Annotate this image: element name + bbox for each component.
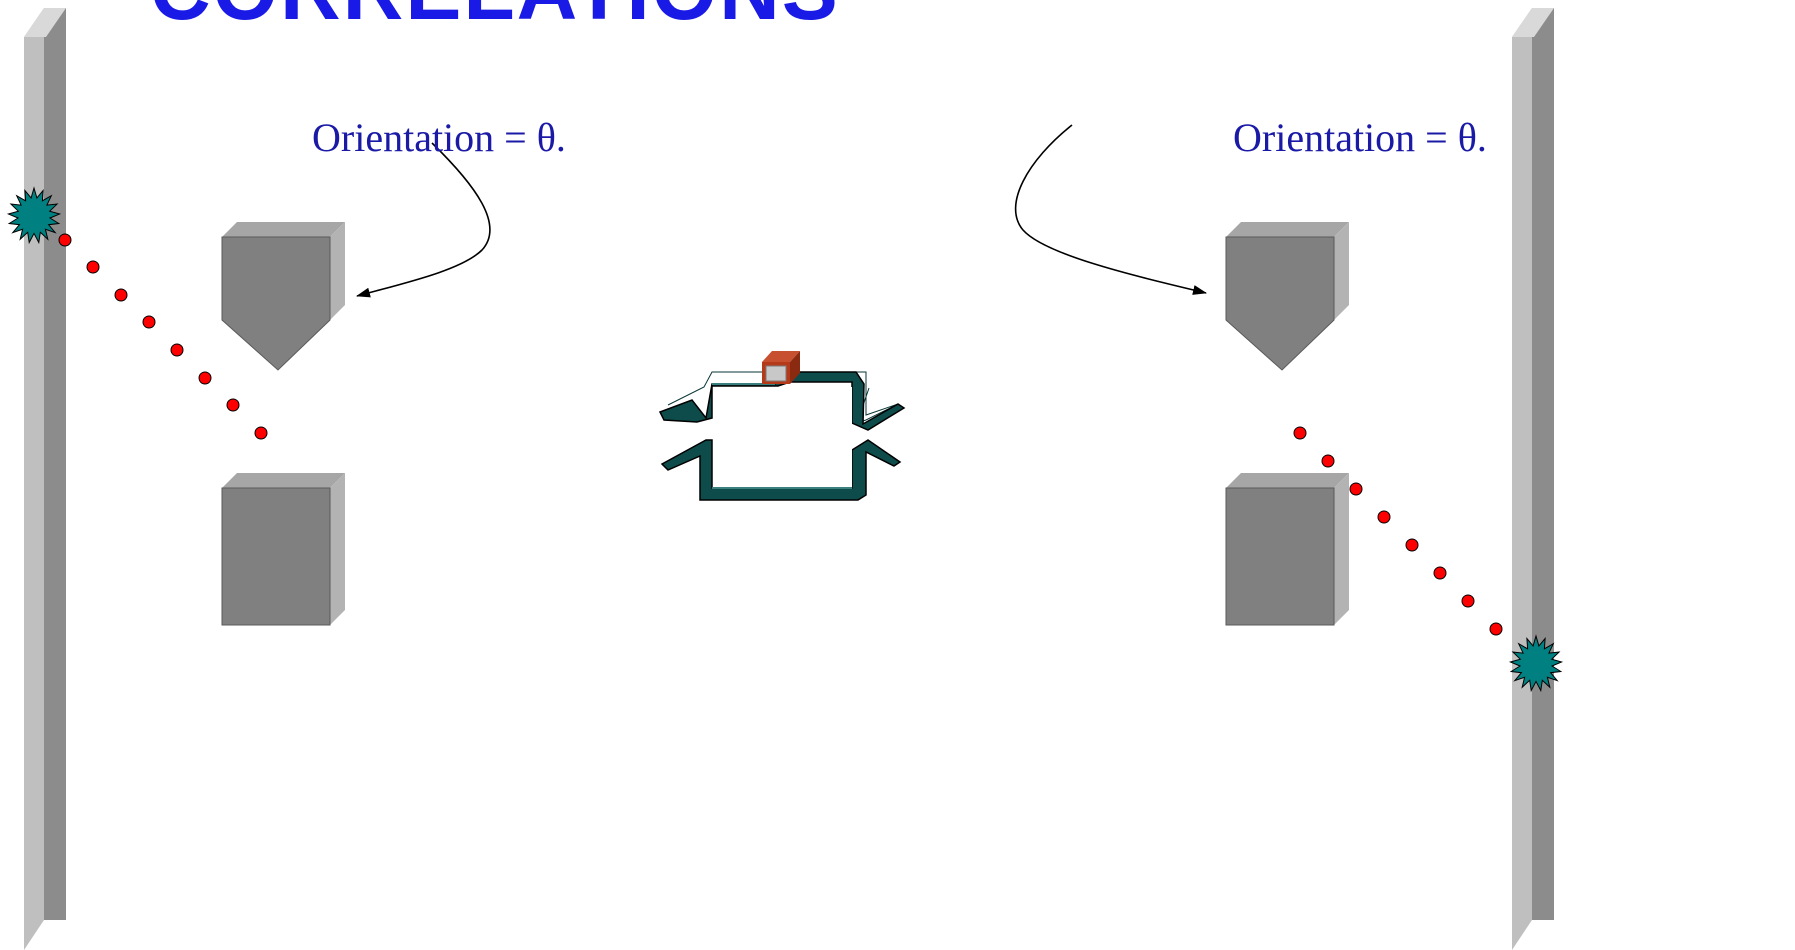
photon-dot bbox=[1461, 594, 1475, 608]
right-screen-wall bbox=[1512, 8, 1554, 950]
left-flash-icon bbox=[6, 186, 62, 245]
slide-title: CORRELATIONS bbox=[150, 0, 840, 32]
photon-dot bbox=[1349, 482, 1363, 496]
left-detector-icon bbox=[221, 473, 345, 626]
left-photon-path bbox=[58, 233, 268, 440]
right-label-arrow bbox=[1014, 124, 1207, 295]
photon-dot bbox=[198, 371, 212, 385]
right-orientation-label: Orientation = θ. bbox=[1233, 115, 1487, 160]
left-polarizer-icon bbox=[221, 222, 345, 371]
photon-dot bbox=[86, 260, 100, 274]
left-screen-wall bbox=[24, 8, 66, 950]
photon-dot bbox=[254, 426, 268, 440]
photon-dot bbox=[1433, 566, 1447, 580]
left-label-arrow bbox=[356, 142, 491, 298]
source-box-icon bbox=[762, 351, 800, 384]
photon-dot bbox=[142, 315, 156, 329]
photon-dot bbox=[1489, 622, 1503, 636]
right-flash-icon bbox=[1508, 634, 1564, 693]
right-detector-icon bbox=[1225, 473, 1349, 626]
photon-dot bbox=[170, 343, 184, 357]
photon-dot bbox=[226, 398, 240, 412]
left-orientation-label: Orientation = θ. bbox=[312, 115, 566, 160]
right-photon-path bbox=[1293, 426, 1503, 636]
photon-dot bbox=[1377, 510, 1391, 524]
photon-dot bbox=[58, 233, 72, 247]
right-polarizer-icon bbox=[1225, 222, 1349, 371]
photon-dot bbox=[1293, 426, 1307, 440]
source-loop-icon bbox=[658, 371, 906, 501]
photon-dot bbox=[1321, 454, 1335, 468]
photon-dot bbox=[1405, 538, 1419, 552]
photon-dot bbox=[114, 288, 128, 302]
